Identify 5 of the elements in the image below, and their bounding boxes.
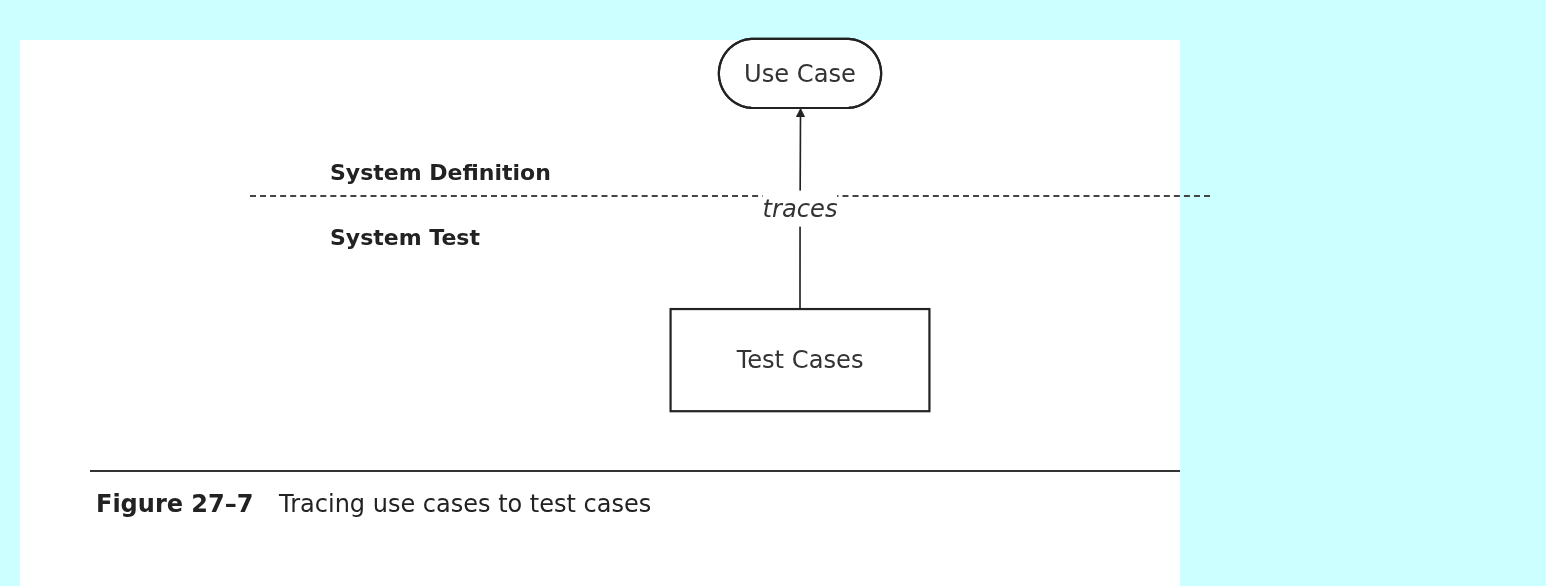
edge-label: traces [762, 194, 838, 223]
figure-caption: Figure 27–7 Tracing use cases to test cases [96, 490, 652, 518]
section-label: System Definition [330, 160, 551, 185]
node-box: Test Cases [669, 307, 931, 413]
section-label: System Test [330, 225, 480, 250]
